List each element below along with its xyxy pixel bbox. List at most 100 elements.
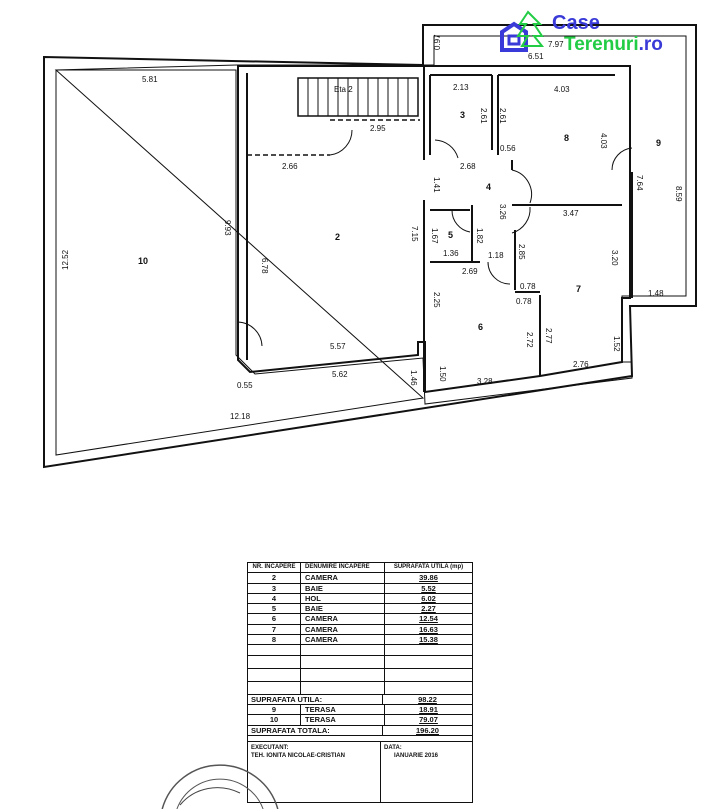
cell-name: CAMERA [301, 635, 385, 645]
room-6-label: 6 [478, 322, 483, 332]
svg-text:5.81: 5.81 [142, 75, 158, 84]
svg-text:1.82: 1.82 [475, 228, 484, 244]
useful-area-value: 98.22 [418, 694, 437, 704]
svg-text:1.46: 1.46 [409, 370, 418, 386]
cell-name: CAMERA [301, 624, 385, 635]
svg-text:0.56: 0.56 [500, 144, 516, 153]
svg-text:9.93: 9.93 [223, 220, 232, 236]
room-3-label: 3 [460, 110, 465, 120]
svg-text:7.97: 7.97 [548, 40, 564, 49]
cell-name: CAMERA [301, 614, 385, 624]
svg-text:5.57: 5.57 [330, 342, 346, 351]
svg-text:3.26: 3.26 [498, 204, 507, 220]
cell-nr: 8 [248, 635, 301, 645]
cell-name: CAMERA [301, 573, 385, 583]
room-10-label: 10 [138, 256, 148, 266]
svg-text:1.52: 1.52 [612, 336, 621, 352]
useful-area-row: SUPRAFATA UTILA: 98.22 [248, 694, 472, 705]
door-arc [511, 206, 531, 234]
empty-row [248, 645, 472, 656]
date-value: IANUARIE 2016 [394, 752, 439, 759]
svg-text:1.50: 1.50 [438, 366, 447, 382]
floor-plan: 2 3 4 5 6 7 8 9 10 Eta 2 5.81 12.52 12.1… [43, 24, 697, 469]
stair-label: Eta 2 [334, 85, 353, 94]
svg-text:2.76: 2.76 [573, 360, 589, 369]
area-table: NR. INCAPERE DENUMIRE INCAPERE SUPRAFATA… [247, 562, 473, 803]
svg-text:5.62: 5.62 [332, 370, 348, 379]
room-4-label: 4 [486, 182, 491, 192]
svg-text:3.20: 3.20 [610, 250, 619, 266]
cell-nr: 3 [248, 583, 301, 593]
empty-row [248, 668, 472, 682]
cell-nr: 9 [248, 704, 301, 715]
cell-nr: 7 [248, 624, 301, 635]
room-2-label: 2 [335, 232, 340, 242]
table-header: NR. INCAPERE DENUMIRE INCAPERE SUPRAFATA… [248, 563, 472, 574]
door-arc [611, 147, 633, 171]
room-5-label: 5 [448, 230, 453, 240]
cell-area: 12.54 [419, 614, 438, 624]
terrace-outline [43, 24, 697, 469]
cell-nr: 5 [248, 604, 301, 614]
logo-line2: Terenuri.ro [564, 34, 663, 55]
house-tree-logo-icon [500, 10, 545, 52]
svg-text:0.78: 0.78 [516, 297, 532, 306]
date-label: DATA: [384, 744, 402, 751]
executant-label: EXECUTANT: [251, 744, 289, 751]
room-9-label: 9 [656, 138, 661, 148]
cell-area: 2.27 [421, 604, 436, 614]
room-8-label: 8 [564, 133, 569, 143]
svg-text:1.36: 1.36 [443, 249, 459, 258]
svg-text:12.52: 12.52 [61, 249, 70, 270]
door-arc [451, 209, 471, 233]
svg-text:1.41: 1.41 [432, 177, 441, 193]
svg-text:1.18: 1.18 [488, 251, 504, 260]
cell-name: TERASA [301, 704, 385, 715]
spacer-row [248, 736, 472, 742]
empty-row [248, 655, 472, 669]
signature-stroke [179, 787, 241, 806]
cell-area: 79.07 [419, 715, 438, 725]
executant-name: TEH. IONITA NICOLAE-CRISTIAN [251, 752, 345, 759]
svg-text:6.51: 6.51 [528, 52, 544, 61]
logo-line1: Case [552, 12, 600, 34]
door-arc [329, 129, 353, 156]
cell-name: HOL [301, 593, 385, 604]
door-arc [237, 321, 263, 347]
svg-text:7.64: 7.64 [635, 175, 644, 191]
svg-text:2.68: 2.68 [460, 162, 476, 171]
header-area: SUPRAFATA UTILA (mp) [393, 564, 464, 570]
svg-text:2.72: 2.72 [525, 332, 534, 348]
svg-text:0.55: 0.55 [237, 381, 253, 390]
svg-text:2.61: 2.61 [498, 108, 507, 124]
svg-text:2.13: 2.13 [453, 83, 469, 92]
total-area-value: 196.20 [416, 725, 439, 735]
door-arc [511, 169, 533, 204]
cell-area: 16.63 [419, 624, 438, 634]
total-area-label: SUPRAFATA TOTALA: [248, 725, 383, 735]
svg-text:3.47: 3.47 [563, 209, 579, 218]
svg-text:2.95: 2.95 [370, 124, 386, 133]
svg-text:2.85: 2.85 [517, 244, 526, 260]
cell-area: 15.38 [419, 635, 438, 645]
cell-nr: 6 [248, 614, 301, 624]
svg-text:2.77: 2.77 [544, 328, 553, 344]
svg-text:8.59: 8.59 [674, 186, 683, 202]
dimension-labels: 5.81 12.52 12.18 0.97 7.97 6.51 8.59 1.4… [61, 34, 683, 421]
cell-name: TERASA [301, 715, 385, 725]
stair-steps [307, 78, 409, 116]
cell-name: BAIE [301, 604, 385, 614]
empty-row [248, 681, 472, 695]
svg-text:2.69: 2.69 [462, 267, 478, 276]
svg-text:0.78: 0.78 [520, 282, 536, 291]
cell-nr: 10 [248, 715, 301, 725]
svg-text:1.67: 1.67 [430, 228, 439, 244]
svg-text:4.03: 4.03 [554, 85, 570, 94]
